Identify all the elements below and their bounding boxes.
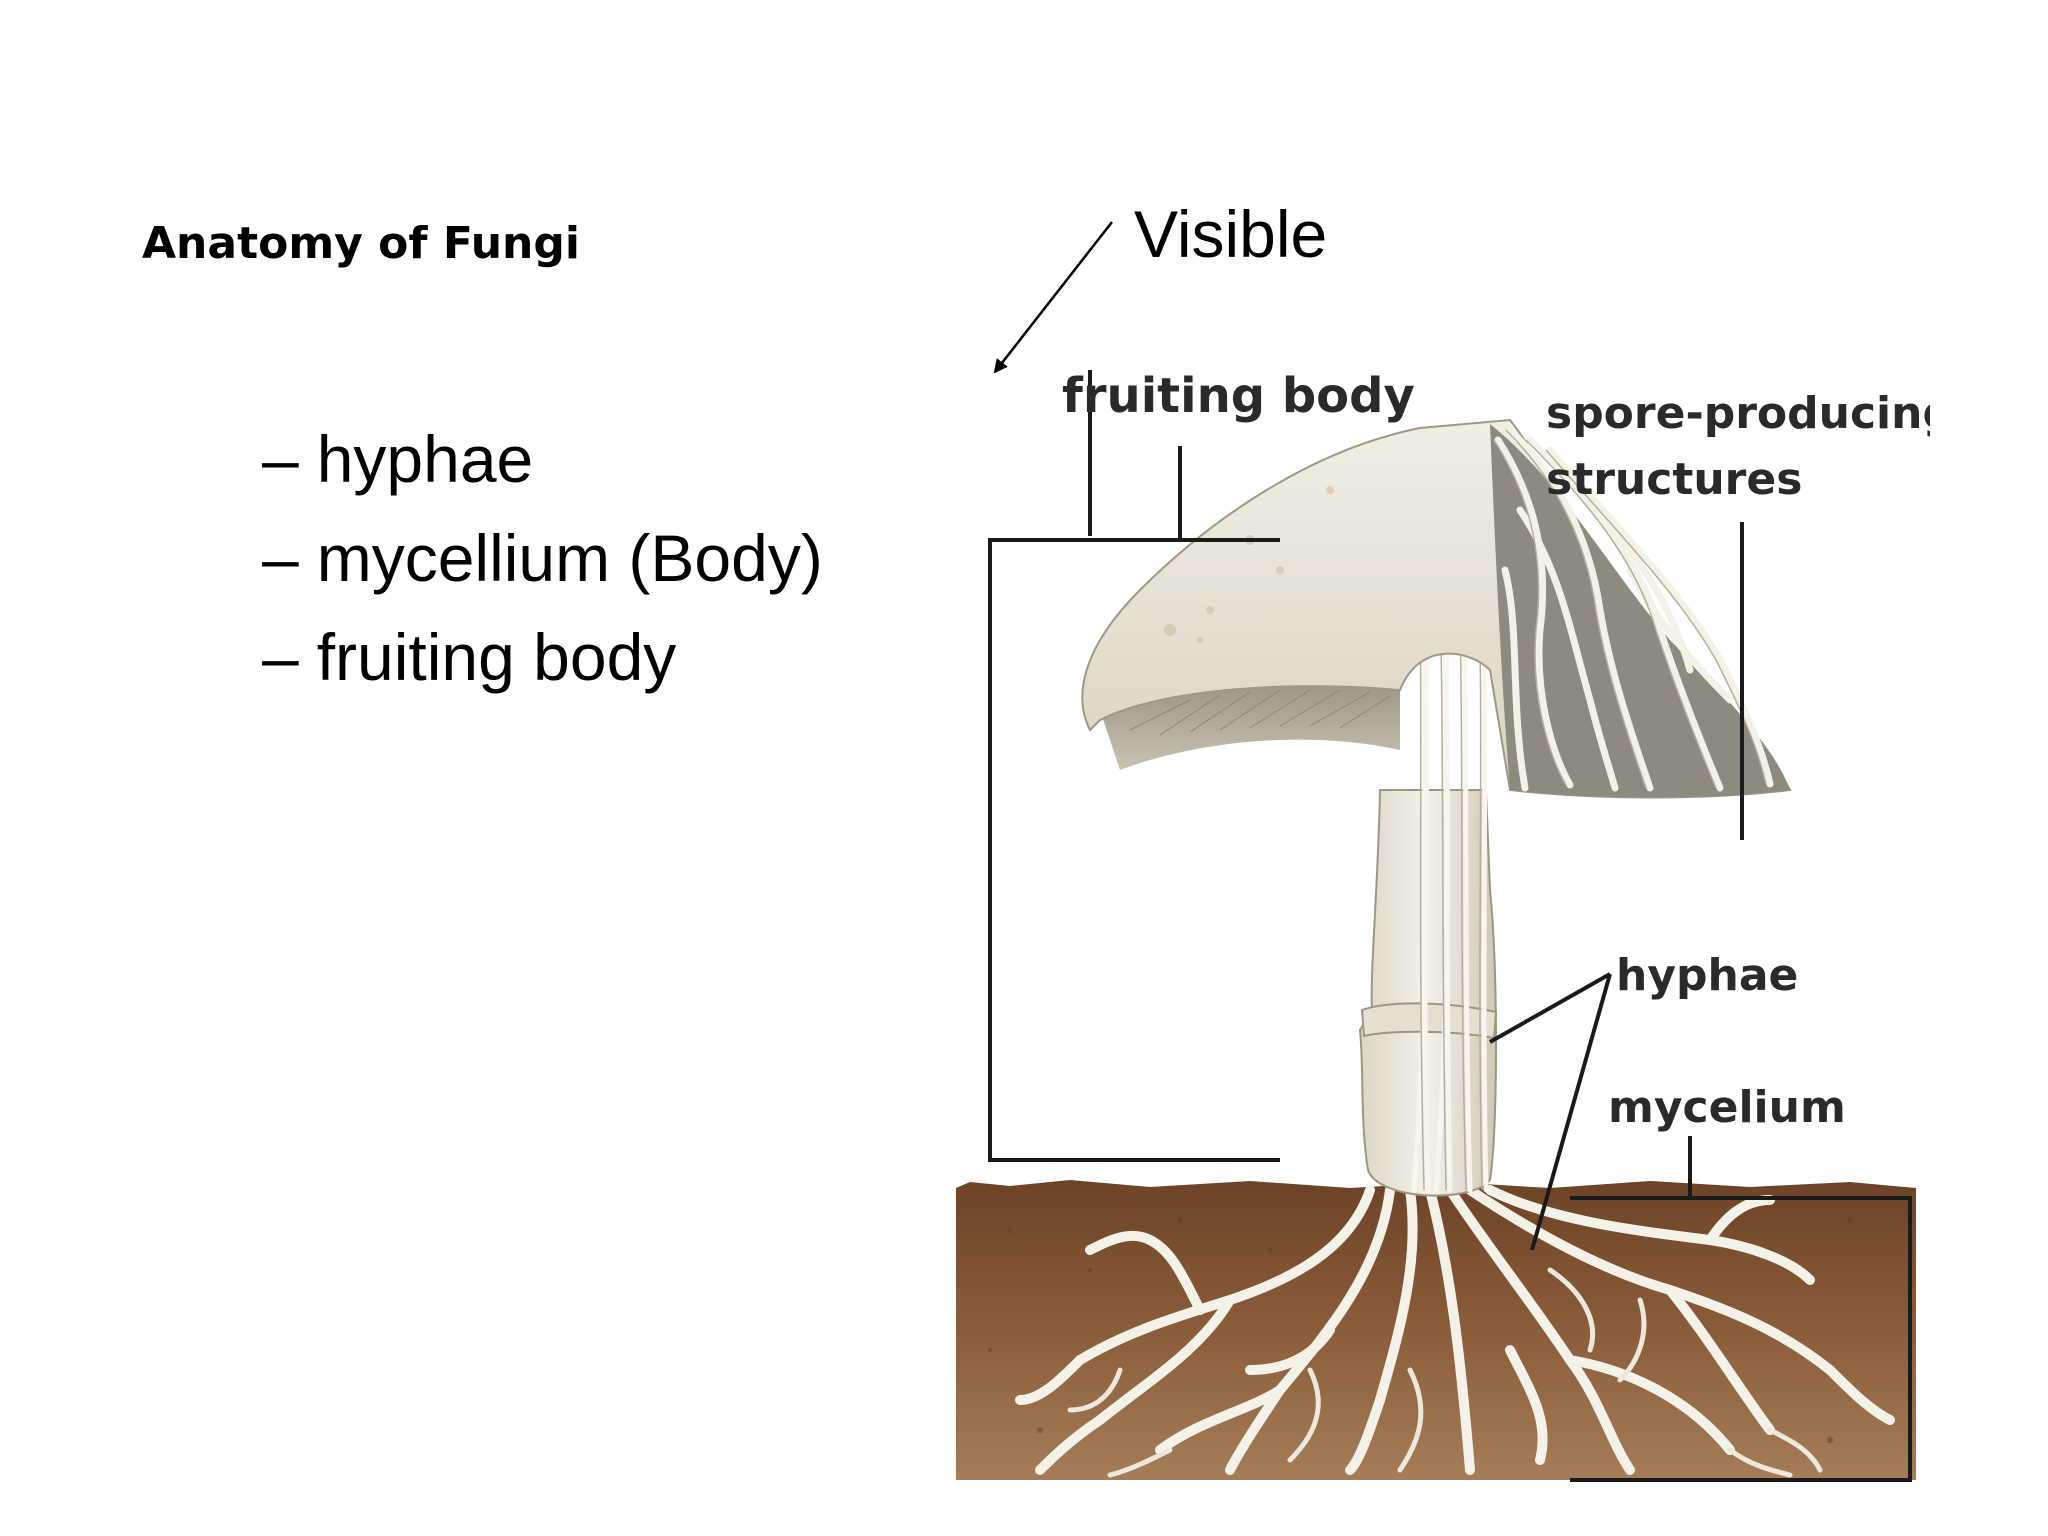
mushroom-diagram: fruiting body spore-producing structures… [950, 370, 1930, 1490]
bullet-text: hyphae [316, 422, 534, 496]
mycelium-network-thin [1067, 1267, 1823, 1478]
mycelium-bracket [1570, 1136, 1912, 1482]
bullet-dash: – [262, 521, 299, 595]
mycelium-label: mycelium [1608, 1082, 1846, 1133]
stem-ring [1360, 1002, 1498, 1040]
bullet-dash: – [262, 620, 299, 694]
fruiting-body-bracket [988, 370, 1280, 1162]
gill-lines [1129, 689, 1391, 736]
hyphae-label: hyphae [1616, 950, 1798, 1001]
cap-interior [1490, 424, 1790, 798]
cap-hyphae-outline [1493, 429, 1767, 789]
bullet-item-fruiting-body: –fruiting body [262, 608, 823, 707]
bullet-item-mycellium: –mycellium (Body) [262, 509, 823, 608]
bullet-text: fruiting body [316, 620, 677, 694]
spore-label-line2: structures [1546, 454, 1802, 505]
spore-label-line1: spore-producing [1546, 388, 1930, 439]
mushroom-illustration: fruiting body spore-producing structures… [956, 370, 1930, 1482]
visible-annotation: Visible [1134, 197, 1328, 271]
hyphae-pointers [1489, 972, 1612, 1251]
bullet-text: mycellium (Body) [316, 521, 823, 595]
bullet-item-hyphae: –hyphae [262, 410, 823, 509]
cap-hyphae [1494, 426, 1774, 792]
mycelium-network [1015, 1185, 1895, 1475]
bullet-list: –hyphae –mycellium (Body) –fruiting body [262, 410, 823, 707]
slide-title: Anatomy of Fungi [142, 218, 580, 269]
cap-gills [1100, 684, 1400, 770]
bullet-dash: – [262, 422, 299, 496]
fruiting-body-label: fruiting body [1062, 370, 1415, 424]
